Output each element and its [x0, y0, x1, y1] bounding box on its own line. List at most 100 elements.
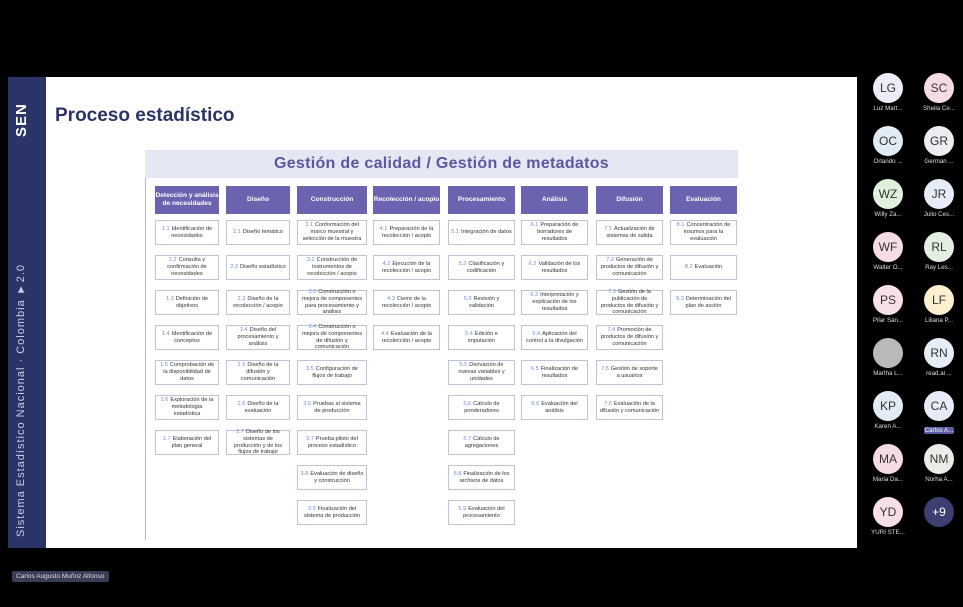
- step-label: Promoción de productos de difusión y com…: [600, 327, 659, 347]
- process-board: Gestión de calidad / Gestión de metadato…: [145, 150, 738, 542]
- step-label: Gestión de soporte a usuarios: [610, 365, 659, 379]
- participant-avatar: GR: [924, 126, 954, 156]
- participant-avatar: WZ: [873, 179, 903, 209]
- vertical-caption: Sistema Estadístico Nacional · Colombia …: [15, 263, 27, 537]
- step-label: Pruebas al sistema de producción: [313, 400, 361, 414]
- participant-name: Liliana P...: [924, 317, 954, 324]
- column-header-8: Evaluación: [670, 186, 737, 214]
- step-label: Aplicación del control a la divulgación: [526, 330, 583, 344]
- step-label: Interpretación y explicación de los resu…: [532, 292, 579, 312]
- step-number: 1.5: [160, 362, 168, 369]
- step-label: Clasificación y codificación: [466, 260, 505, 274]
- step-label: Derivación de nuevas variables y unidade…: [458, 362, 505, 382]
- step-label: Diseño del procesamiento y análisis: [237, 327, 279, 347]
- step-number: 6.5: [530, 365, 539, 372]
- participant-name: Walter O...: [873, 264, 903, 271]
- participant-avatar: WF: [873, 232, 903, 262]
- step-number: 7.4: [607, 327, 616, 334]
- participant-tile[interactable]: PS Pilar Sán...: [864, 285, 912, 325]
- step-number: 1.7: [162, 435, 171, 442]
- step-number: 3.9: [307, 505, 316, 512]
- step-label: Consulta y confirmación de necesidades: [167, 257, 207, 277]
- step-number: 6.2: [528, 260, 537, 267]
- step-label: Integración de datos: [461, 229, 512, 235]
- participant-tile[interactable]: LF Liliana P...: [915, 285, 963, 325]
- step-label: Finalización de resultados: [540, 365, 579, 379]
- participant-name: Pilar Sán...: [872, 317, 904, 324]
- participant-name: Orlando ...: [873, 158, 903, 165]
- step-number: 6.1: [530, 222, 539, 229]
- step-label: Evaluación: [694, 264, 723, 270]
- participant-avatar: LF: [924, 285, 954, 315]
- participant-avatar: KP: [873, 391, 903, 421]
- participant-avatar: RN: [924, 338, 954, 368]
- step-label: Configuración de flujos de trabajo: [312, 365, 359, 379]
- participant-tile[interactable]: WF Walter O...: [864, 232, 912, 272]
- participant-name: Ray Les...: [925, 264, 953, 271]
- step-number: 1.3: [165, 295, 174, 302]
- participant-tile[interactable]: GR German ...: [915, 126, 963, 166]
- step-label: Cierre de la recolección / acopio: [381, 295, 432, 309]
- step-label: Identificación de conceptos: [171, 330, 213, 344]
- participant-avatar: RL: [924, 232, 954, 262]
- step-label: Evaluación del análisis: [541, 400, 578, 414]
- participant-avatar: +9: [924, 497, 954, 527]
- column-header-1: Detección y análisis de necesidades: [155, 186, 219, 214]
- shared-slide: SEN Sistema Estadístico Nacional · Colom…: [8, 77, 857, 548]
- more-participants-button[interactable]: +9: [915, 497, 963, 537]
- step-label: Cálculo de ponderadores: [464, 400, 500, 414]
- step-number: 1.1: [161, 225, 170, 232]
- column-header-2: Diseño: [226, 186, 290, 214]
- step-label: Ejecución de la recolección / acopio: [381, 260, 432, 274]
- step-number: 2.6: [237, 400, 246, 407]
- participant-avatar: PS: [873, 285, 903, 315]
- participant-avatar: MA: [873, 444, 903, 474]
- participant-tile[interactable]: RL Ray Les...: [915, 232, 963, 272]
- participant-name: German ...: [924, 158, 954, 165]
- step-label: Evaluación del procesamiento: [463, 505, 505, 519]
- step-label: Diseño estadístico: [240, 264, 286, 270]
- column-header-7: Difusión: [596, 186, 663, 214]
- participant-name: Luz Mart...: [873, 105, 903, 112]
- step-label: Construcción o mejora de componentes par…: [301, 288, 362, 316]
- step-number: 6.6: [531, 400, 540, 407]
- step-number: 3.1: [305, 222, 313, 229]
- step-number: 4.1: [379, 225, 388, 232]
- participant-tile[interactable]: RN read.ai ...: [915, 338, 963, 378]
- participant-avatar: JR: [924, 179, 954, 209]
- step-label: Diseño de los sistemas de producción y d…: [233, 428, 283, 456]
- step-label: Actualización de sistemas de salida: [606, 225, 655, 239]
- step-label: Diseño de la evaluación: [244, 400, 279, 414]
- participant-tile[interactable]: Martha L...: [864, 338, 912, 378]
- step-number: 1.4: [161, 330, 170, 337]
- participant-name: read.ai ...: [926, 370, 952, 377]
